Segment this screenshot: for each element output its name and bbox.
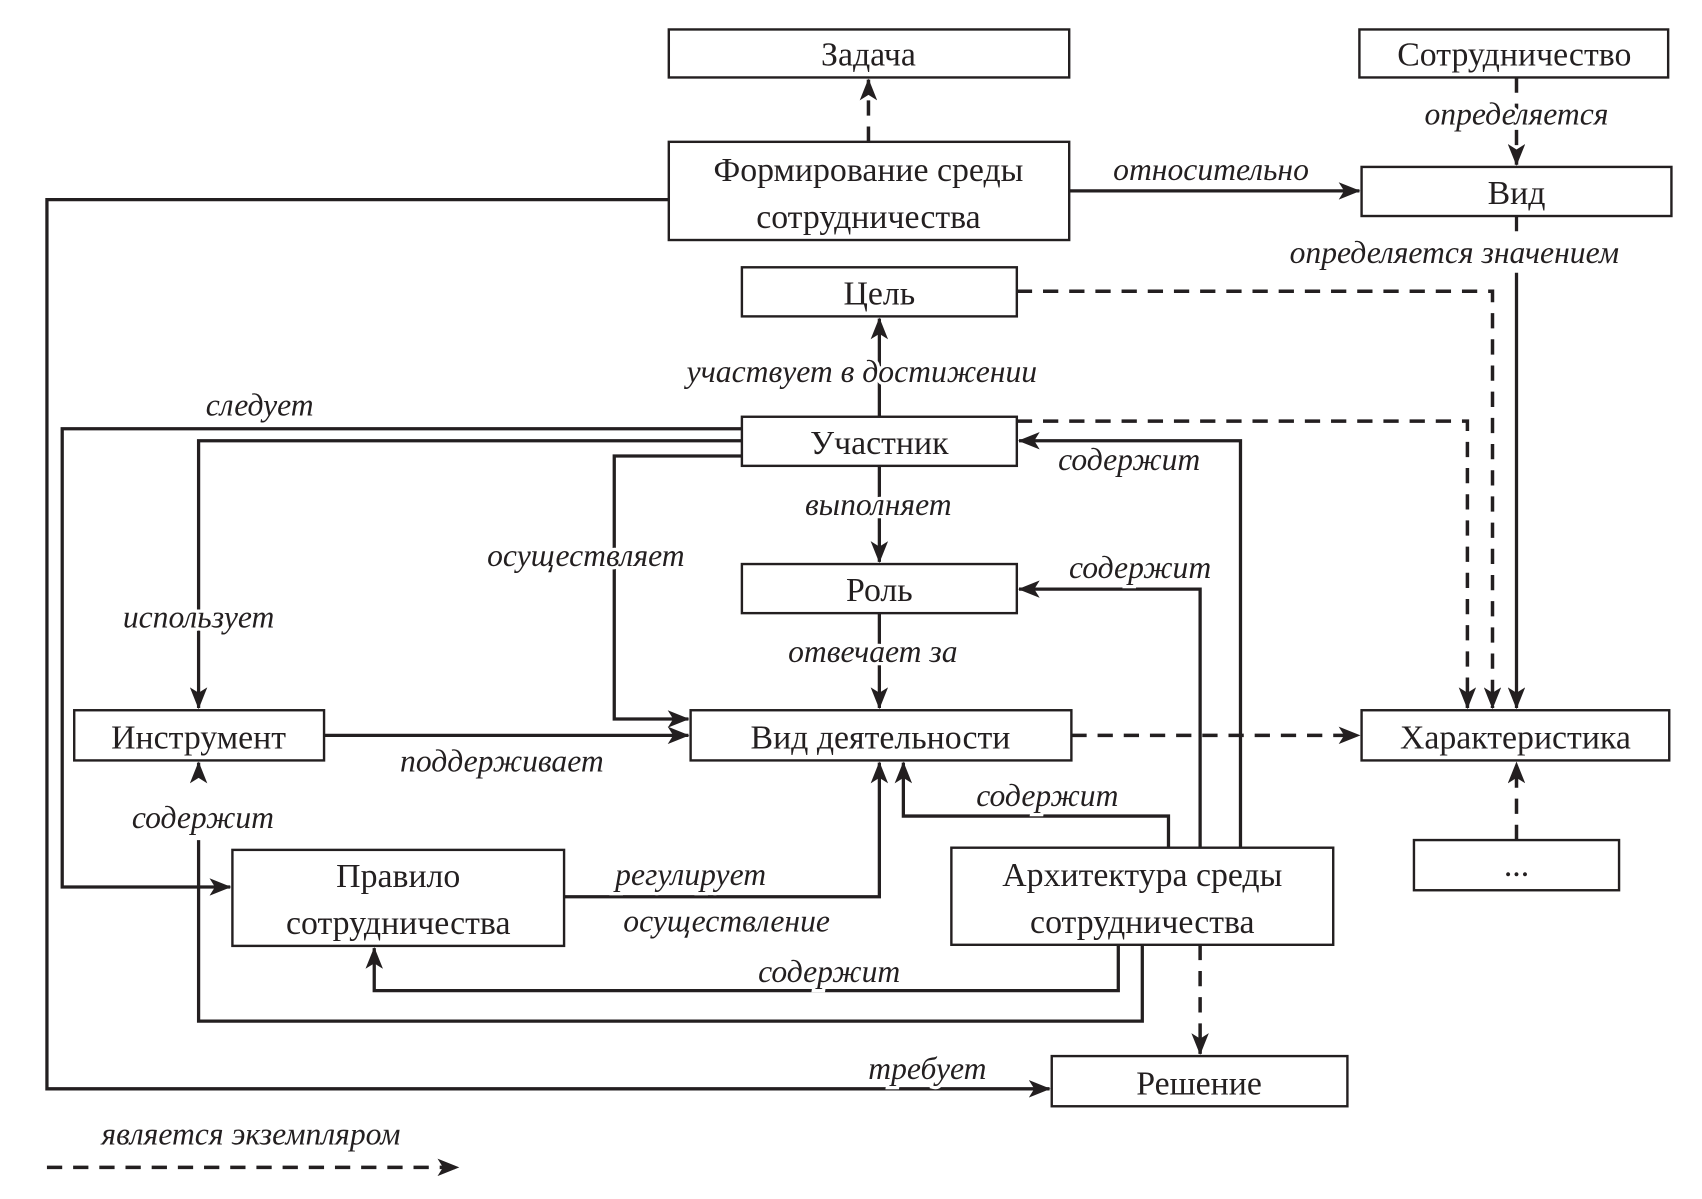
label-responsible-for: отвечает за [788,634,957,669]
label-supports: поддерживает [400,743,604,778]
node-architecture-line2: сотрудничества [1030,904,1254,941]
node-task: Задача [667,28,1071,79]
node-role: Роль [740,562,1019,615]
edge-labels: относительно определяется определяется з… [120,93,1623,1089]
node-rule-line1: Правило [336,858,460,895]
edges [45,77,1517,1098]
node-kind-label: Вид [1488,175,1546,212]
node-activity-type-label: Вид деятельности [751,719,1011,756]
node-architecture-line1: Архитектура среды [1002,857,1282,894]
node-formation-line2: сотрудничества [756,199,980,236]
node-goal: Цель [740,266,1019,318]
edge-participant-characteristic [1016,419,1477,710]
node-role-label: Роль [846,572,913,609]
edge-architecture-activity [894,761,1171,848]
node-participant-label: Участник [810,425,949,462]
edge-architecture-role [1017,580,1202,848]
node-characteristic-label: Характеристика [1400,719,1631,756]
label-participates: участвует в достижении [684,354,1037,389]
label-follows: следует [206,388,314,423]
label-defined-by-value: определяется значением [1290,235,1619,270]
node-collaboration: Сотрудничество [1358,28,1670,79]
node-kind: Вид [1360,165,1673,218]
label-regulates: регулирует [613,857,766,892]
edge-architecture-rule [365,944,1120,993]
edge-architecture-participant [1017,432,1243,848]
edge-participant-rule [60,427,742,896]
node-formation-line1: Формирование среды [714,152,1024,189]
label-uses: использует [123,599,274,634]
legend-instance-of-label: является экземпляром [100,1116,400,1151]
node-ellipsis: ... [1412,838,1621,892]
node-tool-label: Инструмент [111,719,286,756]
edge-participant-tool [189,439,742,710]
label-relative-to: относительно [1113,152,1309,187]
node-activity-type: Вид деятельности [689,709,1073,762]
label-implementation: осуществление [623,904,830,939]
edge-architecture-tool [199,763,1144,1023]
edge-participant-activity [612,454,742,728]
label-contains-participant: содержит [1058,442,1200,477]
node-architecture: Архитектура среды сотрудничества [950,846,1335,946]
node-goal-label: Цель [843,275,915,312]
label-defined-by: определяется [1424,96,1608,131]
label-contains-tool: содержит [132,800,274,835]
legend: является экземпляром [46,1113,460,1177]
node-rule-line2: сотрудничества [286,905,510,942]
node-task-label: Задача [821,36,916,73]
node-participant: Участник [740,415,1019,468]
label-performs: выполняет [805,487,952,522]
label-contains-rule: содержит [758,954,900,989]
edge-goal-characteristic [1016,289,1502,710]
label-contains-activity: содержит [976,778,1118,813]
node-ellipsis-label: ... [1504,847,1529,884]
node-rule: Правило сотрудничества [231,848,566,948]
edge-rule-activity [564,761,889,899]
node-tool: Инструмент [73,709,326,762]
node-collaboration-label: Сотрудничество [1397,36,1631,73]
edge-formation-solution [45,198,1051,1098]
node-solution-label: Решение [1136,1065,1262,1102]
node-formation: Формирование среды сотрудничества [667,140,1071,242]
label-requires: требует [868,1051,986,1086]
node-characteristic: Характеристика [1360,709,1671,762]
node-solution: Решение [1050,1054,1349,1108]
label-carries-out: осуществляет [487,538,685,573]
label-contains-role: содержит [1069,550,1211,585]
